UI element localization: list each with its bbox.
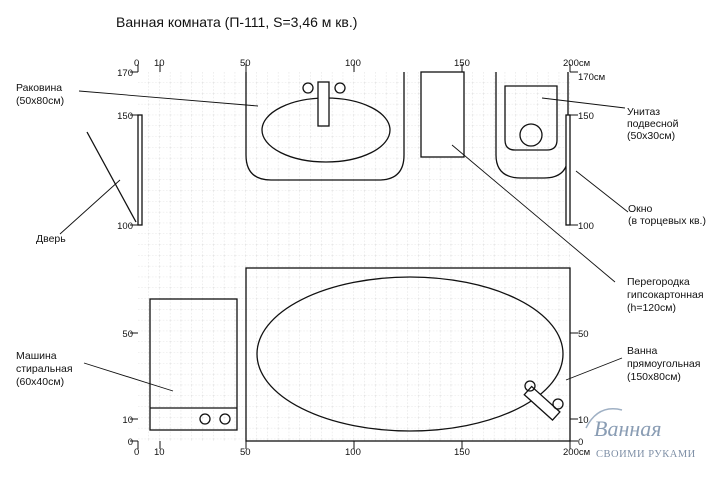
bathtub-label-line: Ванна <box>627 345 657 357</box>
bottom-tick-label: 200см <box>563 447 590 458</box>
sink <box>245 72 405 181</box>
top-tick-label: 200см <box>563 58 590 69</box>
toilet-label: Унитаз подвесной (50х30см) <box>627 106 681 142</box>
sink-label-line: (50х80см) <box>16 95 64 107</box>
bathtub <box>245 267 571 442</box>
logo-subtext: СВОИМИ РУКАМИ <box>596 449 696 460</box>
partition-label-line: гипсокартонная <box>627 289 704 301</box>
window-label-line: Окно <box>628 203 653 215</box>
bathtub-label-line: (150х80см) <box>627 371 681 383</box>
left-tick-label: 100 <box>117 221 133 232</box>
left-tick-label: 10 <box>122 415 133 426</box>
bottom-tick-label: 0 <box>134 447 139 458</box>
logo-swoosh <box>585 408 623 429</box>
right-tick-label: 10 <box>578 415 589 426</box>
washer-label-line: стиральная <box>16 363 73 375</box>
top-tick-label: 150 <box>454 58 470 69</box>
toilet-label-line: Унитаз <box>627 106 660 118</box>
toilet-label-line: подвесной <box>627 118 679 130</box>
left-tick-label: 50 <box>122 329 133 340</box>
window-label-line: (в торцевых кв.) <box>628 215 706 227</box>
window <box>565 114 571 226</box>
partition-label: Перегородка гипсокартонная (h=120см) <box>627 276 706 314</box>
bottom-tick-label: 150 <box>454 447 470 458</box>
bathtub-label: Ванна прямоугольная (150х80см) <box>627 345 703 383</box>
right-axis-labels: 170см 150 100 50 10 0 <box>578 72 605 448</box>
left-tick-label: 0 <box>128 437 133 448</box>
right-tick-label: 150 <box>578 111 594 122</box>
top-tick-label: 10 <box>154 58 165 69</box>
bottom-tick-label: 50 <box>240 447 251 458</box>
partition-drywall <box>420 71 465 158</box>
floor-grid <box>138 72 570 441</box>
right-tick-label: 0 <box>578 437 583 448</box>
bottom-axis-labels: 0 10 50 100 150 200см <box>134 447 590 458</box>
top-tick-label: 0 <box>134 58 139 69</box>
top-tick-label: 50 <box>240 58 251 69</box>
washing-machine <box>149 298 238 431</box>
door-label: Дверь <box>36 233 66 245</box>
door <box>86 114 143 226</box>
sink-label-line: Раковина <box>16 82 62 94</box>
partition-label-line: Перегородка <box>627 276 690 288</box>
window-label: Окно (в торцевых кв.) <box>628 203 706 227</box>
axis-tick-marks <box>130 64 578 449</box>
top-tick-label: 100 <box>345 58 361 69</box>
diagram-title: Ванная комната (П-111, S=3,46 м кв.) <box>116 14 357 30</box>
left-tick-label: 150 <box>117 111 133 122</box>
bottom-tick-label: 100 <box>345 447 361 458</box>
washer-label-line: Машина <box>16 350 57 362</box>
right-tick-label: 100 <box>578 221 594 232</box>
partition-label-line: (h=120см) <box>627 302 676 314</box>
door-label-line: Дверь <box>36 233 66 245</box>
right-tick-label: 170см <box>578 72 605 83</box>
washer-label-line: (60х40см) <box>16 376 64 388</box>
right-tick-label: 50 <box>578 329 589 340</box>
left-axis-labels: 170 150 100 50 10 0 <box>117 68 133 448</box>
washer-label: Машина стиральная (60х40см) <box>16 350 75 388</box>
top-axis-labels: 0 10 50 100 150 200см <box>134 58 590 69</box>
left-tick-label: 170 <box>117 68 133 79</box>
site-logo: Ванная СВОИМИ РУКАМИ <box>585 408 696 460</box>
leader-lines <box>59 90 629 392</box>
bathtub-label-line: прямоугольная <box>627 358 700 370</box>
bottom-tick-label: 10 <box>154 447 165 458</box>
sink-label: Раковина (50х80см) <box>16 82 65 107</box>
toilet-label-line: (50х30см) <box>627 130 675 142</box>
logo-text: Ванная <box>594 416 662 441</box>
